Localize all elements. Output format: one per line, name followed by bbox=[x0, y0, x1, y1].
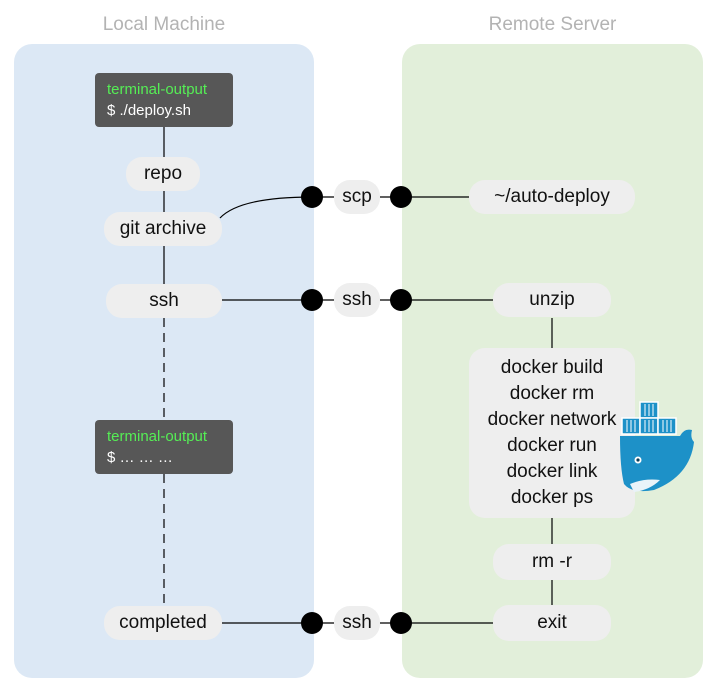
git-archive-node: git archive bbox=[104, 212, 222, 246]
connector-dot bbox=[390, 612, 412, 634]
docker-commands-node: docker build docker rm docker network do… bbox=[469, 348, 635, 518]
remote-server-title: Remote Server bbox=[488, 14, 617, 35]
connector-dot bbox=[390, 289, 412, 311]
docker-command: docker link bbox=[506, 461, 598, 482]
rm-r-node: rm -r bbox=[493, 544, 611, 580]
completed-node: completed bbox=[104, 606, 222, 640]
terminal-header: terminal-output bbox=[107, 81, 208, 98]
docker-command: docker rm bbox=[509, 383, 595, 404]
terminal-header: terminal-output bbox=[107, 428, 208, 445]
ssh-connector: ssh bbox=[334, 283, 380, 317]
repo-node: repo bbox=[126, 157, 200, 191]
scp-connector: scp bbox=[334, 180, 380, 214]
connector-dot bbox=[390, 186, 412, 208]
docker-command: docker network bbox=[487, 409, 617, 430]
docker-whale-icon bbox=[620, 401, 694, 492]
auto-deploy-node: ~/auto-deploy bbox=[469, 180, 635, 214]
terminal-command: $ ./deploy.sh bbox=[107, 102, 191, 119]
terminal-command: $ … … … bbox=[107, 449, 173, 466]
docker-command: docker run bbox=[507, 435, 597, 456]
docker-command: docker build bbox=[500, 357, 604, 378]
unzip-node: unzip bbox=[493, 283, 611, 317]
docker-command: docker ps bbox=[510, 487, 594, 508]
local-machine-title: Local Machine bbox=[102, 14, 226, 35]
connector-dot bbox=[301, 186, 323, 208]
ssh-node: ssh bbox=[106, 284, 222, 318]
exit-node: exit bbox=[493, 605, 611, 641]
ssh-connector: ssh bbox=[334, 606, 380, 640]
connector-dot bbox=[301, 612, 323, 634]
connector-dot bbox=[301, 289, 323, 311]
terminal-output-top: terminal-output $ ./deploy.sh bbox=[95, 73, 233, 127]
terminal-output-mid: terminal-output $ … … … bbox=[95, 420, 233, 474]
